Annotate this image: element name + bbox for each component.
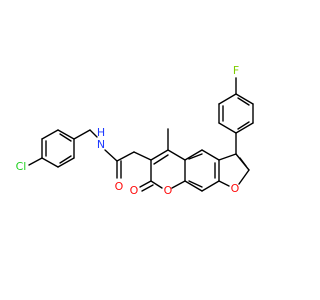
bond — [171, 180, 186, 189]
bond — [141, 184, 154, 192]
bond — [150, 180, 163, 189]
bond — [116, 151, 135, 162]
bond — [41, 129, 59, 140]
bond — [150, 149, 169, 161]
furan-ring — [218, 153, 250, 187]
molecule-drawing: Cl N H O O O O F — [16, 64, 254, 197]
bond — [59, 133, 72, 142]
bond — [235, 122, 254, 134]
chlorophenyl-ring — [28, 129, 75, 168]
bond — [184, 180, 203, 192]
lactone-carbonyl-oxygen-label: O — [130, 184, 139, 197]
molecule-structure: Cl N H O O O O F — [16, 64, 254, 197]
bond — [133, 151, 152, 161]
chlorine-atom-label: Cl — [16, 160, 27, 173]
bond — [235, 93, 254, 105]
furan-oxygen-label: O — [231, 182, 240, 195]
central-benzene-ring — [184, 149, 220, 192]
bond — [184, 149, 203, 161]
amide-hydrogen-label: H — [97, 126, 105, 139]
bond — [188, 180, 203, 188]
bond — [238, 169, 250, 185]
amide-oxygen-label: O — [115, 180, 124, 193]
bond — [139, 180, 152, 188]
bond — [59, 155, 72, 164]
bond — [41, 157, 59, 168]
bond — [237, 97, 250, 106]
pyranone-ring — [139, 149, 186, 192]
bond — [218, 122, 237, 134]
bond — [237, 121, 250, 130]
atom-label-layer: Cl N H O O O O F — [16, 64, 240, 197]
bond — [73, 129, 91, 140]
bond — [188, 153, 203, 160]
bond — [201, 149, 220, 161]
fluorine-atom-label: F — [233, 64, 239, 77]
lactone-ring-oxygen-label: O — [164, 184, 173, 197]
bond-layer — [28, 77, 254, 192]
bond — [218, 180, 230, 187]
bond — [167, 149, 186, 161]
bond — [57, 157, 75, 168]
bond — [104, 149, 118, 162]
bond — [218, 153, 237, 161]
amide-nitrogen-label: N — [97, 138, 105, 151]
bond — [201, 180, 220, 192]
bond — [153, 154, 169, 165]
bond — [239, 157, 247, 167]
bond — [89, 129, 98, 138]
bond — [57, 129, 75, 140]
bond — [218, 93, 237, 105]
fluorophenyl-ring — [218, 77, 254, 134]
bond — [28, 157, 43, 166]
